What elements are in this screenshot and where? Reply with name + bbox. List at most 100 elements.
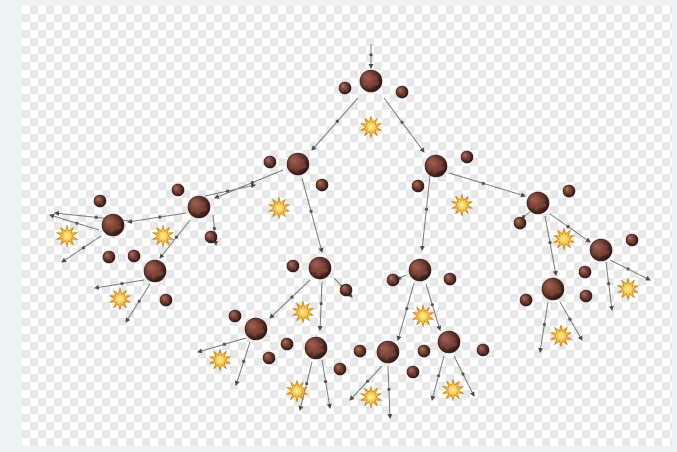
energy-burst xyxy=(618,278,639,300)
neutron-dot xyxy=(626,267,629,270)
nucleus-sphere xyxy=(527,192,549,214)
neutron-dot xyxy=(290,296,293,299)
edge-layer xyxy=(50,44,650,418)
reaction-arrow xyxy=(388,366,390,418)
nucleus-sphere xyxy=(409,259,431,281)
energy-burst xyxy=(361,386,382,408)
nucleus-sphere xyxy=(188,196,210,218)
neutron-sphere xyxy=(354,345,366,357)
reaction-arrow xyxy=(540,302,548,352)
reaction-arrow xyxy=(384,98,424,152)
neutron-dot xyxy=(213,227,216,230)
neutron-sphere xyxy=(563,185,575,197)
neutron-sphere xyxy=(444,273,456,285)
neutron-dot xyxy=(543,323,546,326)
neutron-sphere xyxy=(461,151,473,163)
neutron-dot xyxy=(226,189,229,192)
reaction-arrow xyxy=(610,260,650,280)
neutron-dot xyxy=(336,120,339,123)
neutron-sphere xyxy=(514,217,526,229)
neutron-dot xyxy=(309,210,312,213)
neutron-sphere xyxy=(579,266,591,278)
neutron-dot xyxy=(425,208,428,211)
energy-burst xyxy=(452,194,473,216)
neutron-sphere xyxy=(477,344,489,356)
neutron-dot xyxy=(369,53,372,56)
nucleus-sphere xyxy=(438,331,460,353)
neutron-dot xyxy=(566,225,569,228)
neutron-dot xyxy=(437,374,440,377)
neutron-dot xyxy=(251,181,254,184)
energy-burst xyxy=(551,325,572,347)
reaction-arrow xyxy=(398,283,414,340)
nucleus-sphere xyxy=(287,153,309,175)
energy-burst xyxy=(293,301,314,323)
neutron-dot xyxy=(305,382,308,385)
neutron-sphere xyxy=(103,251,115,263)
neutron-dot xyxy=(607,282,610,285)
neutron-dot xyxy=(223,343,226,346)
neutron-sphere xyxy=(412,180,424,192)
nucleus-sphere xyxy=(305,337,327,359)
reaction-arrow xyxy=(95,280,144,288)
neutron-sphere xyxy=(418,345,430,357)
neutron-dot xyxy=(158,215,161,218)
neutron-sphere xyxy=(160,294,172,306)
energy-burst xyxy=(554,228,575,250)
neutron-sphere xyxy=(340,284,352,296)
neutron-dot xyxy=(320,302,323,305)
neutron-dot xyxy=(95,216,98,219)
neutron-dot xyxy=(568,318,571,321)
neutron-dot xyxy=(400,121,403,124)
neutron-sphere xyxy=(263,352,275,364)
nucleus-sphere xyxy=(590,239,612,261)
neutron-sphere xyxy=(287,260,299,272)
reaction-arrow xyxy=(606,262,612,310)
neutron-sphere xyxy=(128,250,140,262)
nucleus-sphere xyxy=(309,257,331,279)
reaction-arrow xyxy=(322,360,330,408)
nucleus-sphere xyxy=(377,341,399,363)
neutron-sphere xyxy=(316,179,328,191)
neutron-sphere xyxy=(520,294,532,306)
reaction-arrow xyxy=(545,216,556,275)
neutron-dot xyxy=(482,182,485,185)
node-layer xyxy=(57,70,639,408)
neutron-sphere xyxy=(334,363,346,375)
reaction-arrow xyxy=(128,213,186,222)
neutron-sphere xyxy=(172,184,184,196)
nucleus-sphere xyxy=(425,155,447,177)
energy-burst xyxy=(110,288,131,310)
energy-burst xyxy=(153,225,174,247)
energy-burst xyxy=(413,305,434,327)
neutron-sphere xyxy=(229,310,241,322)
neutron-dot xyxy=(324,380,327,383)
neutron-dot xyxy=(82,246,85,249)
neutron-sphere xyxy=(205,231,217,243)
neutron-dot xyxy=(242,360,245,363)
reaction-arrow xyxy=(236,342,250,385)
neutron-sphere xyxy=(407,366,419,378)
energy-burst xyxy=(57,225,78,247)
neutron-sphere xyxy=(626,234,638,246)
neutron-dot xyxy=(138,300,141,303)
neutron-sphere xyxy=(387,274,399,286)
nucleus-sphere xyxy=(245,318,267,340)
nucleus-sphere xyxy=(144,260,166,282)
nucleus-sphere xyxy=(102,214,124,236)
neutron-dot xyxy=(120,282,123,285)
energy-burst xyxy=(443,379,464,401)
neutron-sphere xyxy=(339,82,351,94)
neutron-dot xyxy=(387,388,390,391)
neutron-sphere xyxy=(264,156,276,168)
neutron-sphere xyxy=(94,195,106,207)
neutron-dot xyxy=(175,236,178,239)
reaction-arrow xyxy=(312,98,358,150)
reaction-arrow xyxy=(215,170,283,198)
energy-burst xyxy=(269,197,290,219)
reaction-arrow xyxy=(320,282,322,330)
neutron-dot xyxy=(366,380,369,383)
neutron-dot xyxy=(405,307,408,310)
